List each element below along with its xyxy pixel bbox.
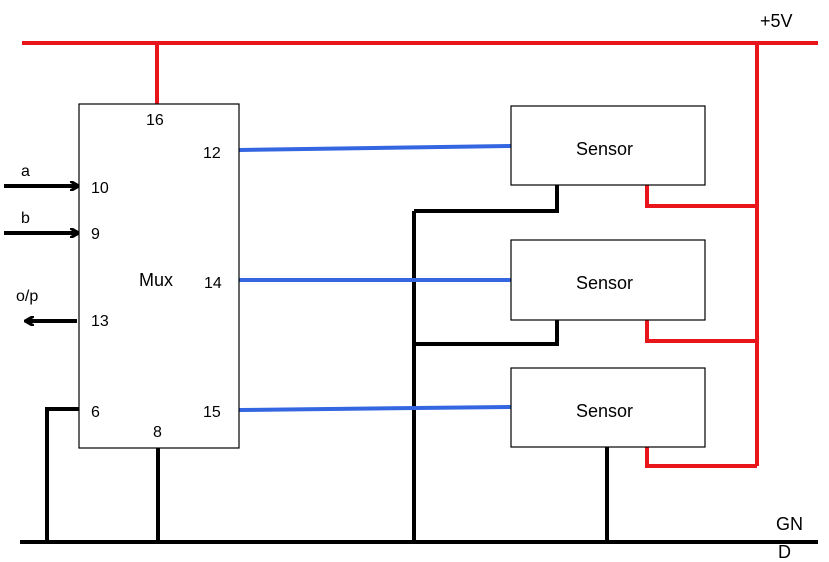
sensor-box-1 (510, 105, 706, 186)
vcc-sensor1-wire (645, 185, 757, 208)
gnd-sensor1-wire (414, 185, 559, 213)
signal-op-label: o/p (16, 288, 38, 305)
signal-a-label: a (21, 163, 30, 180)
mux-pin-15: 15 (203, 404, 221, 421)
mux-pin-14: 14 (204, 275, 222, 292)
sensor-box-2 (510, 239, 706, 321)
gnd-sensor2-wire (414, 320, 559, 346)
mux-title: Mux (139, 270, 173, 290)
mux-pin-8: 8 (153, 424, 162, 441)
mux-pin-13: 13 (91, 313, 109, 330)
mux-pin-9: 9 (91, 226, 100, 243)
mux-pin-12: 12 (203, 145, 221, 162)
sensor-label-2: Sensor (576, 273, 633, 293)
vcc-sensor2-wire (645, 320, 757, 343)
sensor-label-3: Sensor (576, 401, 633, 421)
gnd-label-line1: GN (776, 514, 803, 534)
sensor-box-3 (510, 367, 706, 448)
signal-b-label: b (21, 210, 30, 227)
vcc-sensor3-wire (645, 447, 757, 468)
mux-pin-16: 16 (146, 112, 164, 129)
signal-wire-ch3 (238, 405, 512, 412)
mux-chip (78, 103, 240, 449)
signal-wire-ch1 (238, 144, 512, 152)
mux-pin-6: 6 (91, 404, 100, 421)
gnd-label-line2: D (778, 542, 791, 562)
mux-pin-10: 10 (91, 180, 109, 197)
sensor-label-1: Sensor (576, 139, 633, 159)
gnd-mux-pin6-wire (45, 407, 79, 542)
vcc-label: +5V (760, 11, 793, 31)
